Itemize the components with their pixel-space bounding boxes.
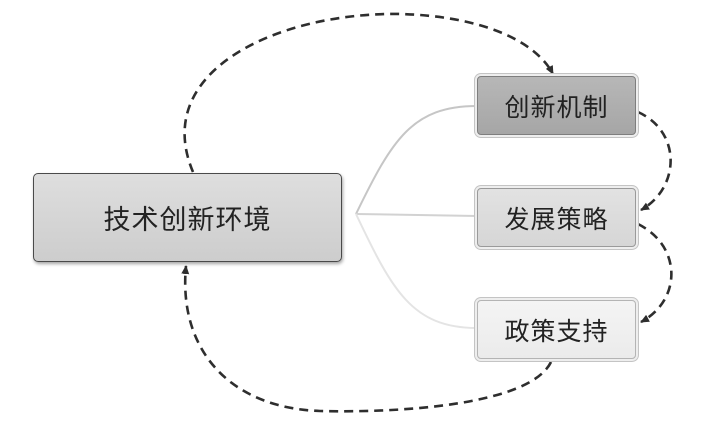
node-policy-support: 政策支持 [477,300,636,359]
central-node: 技术创新环境 [33,173,342,262]
connector-to-node-1 [355,105,478,215]
node-development-strategy-label: 发展策略 [504,204,609,234]
arrow-node-2-to-node-3 [637,222,673,324]
arrow-central-to-node-1 [183,12,555,173]
connector-to-node-3 [355,213,478,329]
arrow-node-1-to-node-2 [637,110,672,212]
node-innovation-mechanism-label: 创新机制 [504,92,609,122]
node-innovation-mechanism: 创新机制 [477,76,636,135]
central-node-label: 技术创新环境 [103,205,272,236]
node-policy-support-label: 政策支持 [504,316,609,346]
node-development-strategy: 发展策略 [477,188,636,247]
connector-to-node-2 [355,213,478,217]
arrow-node-3-to-central [181,265,553,413]
